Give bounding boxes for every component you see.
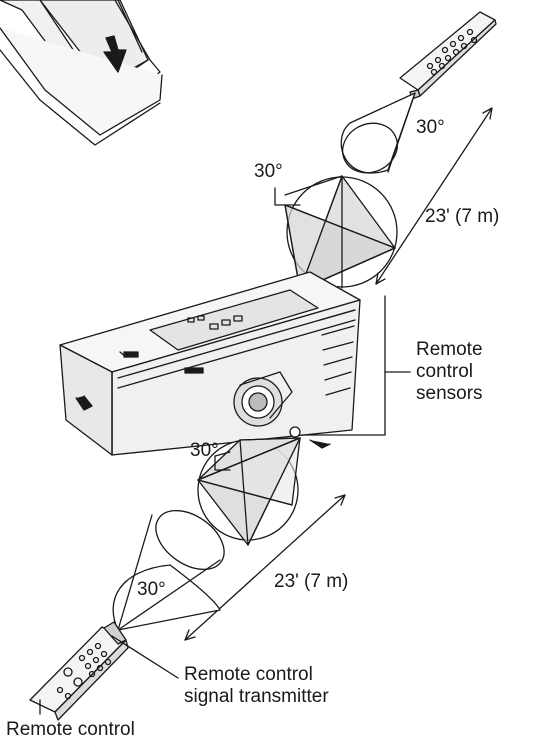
callout-leader-lines [39, 295, 411, 715]
upper-remote-angle-label: 30° [416, 117, 445, 138]
upper-distance-arrow [375, 107, 493, 285]
projector-illustration [59, 271, 361, 456]
upper-sensor-angle-label: 30° [254, 161, 283, 182]
upper-sensor-reception-cone [274, 175, 398, 291]
remote-battery-cover-illustration [0, 0, 163, 146]
transmitter-label-line-1: Remote control [184, 664, 313, 685]
remote-control-sensors-label: Remote control sensors [416, 339, 483, 405]
lower-remote-angle-label: 30° [137, 579, 166, 600]
remote-control-label: Remote control [6, 719, 135, 740]
sensor-label-line-1: Remote [416, 339, 483, 360]
transmitter-label-line-2: signal transmitter [184, 686, 329, 707]
signal-transmitter-label: Remote control signal transmitter [184, 664, 329, 708]
sensor-label-line-2: control [416, 361, 474, 382]
upper-remote-signal-cone [340, 92, 416, 174]
lower-remote-signal-cone [112, 509, 225, 631]
sensor-label-line-3: sensors [416, 383, 483, 404]
lower-sensor-angle-label: 30° [190, 440, 219, 461]
lower-distance-arrow [184, 494, 346, 641]
upper-remote-illustration [399, 11, 497, 100]
lower-distance-label: 23' (7 m) [274, 571, 349, 592]
upper-distance-label: 23' (7 m) [425, 206, 500, 227]
lower-remote-illustration [29, 621, 129, 721]
lower-sensor-reception-cone [197, 437, 301, 546]
